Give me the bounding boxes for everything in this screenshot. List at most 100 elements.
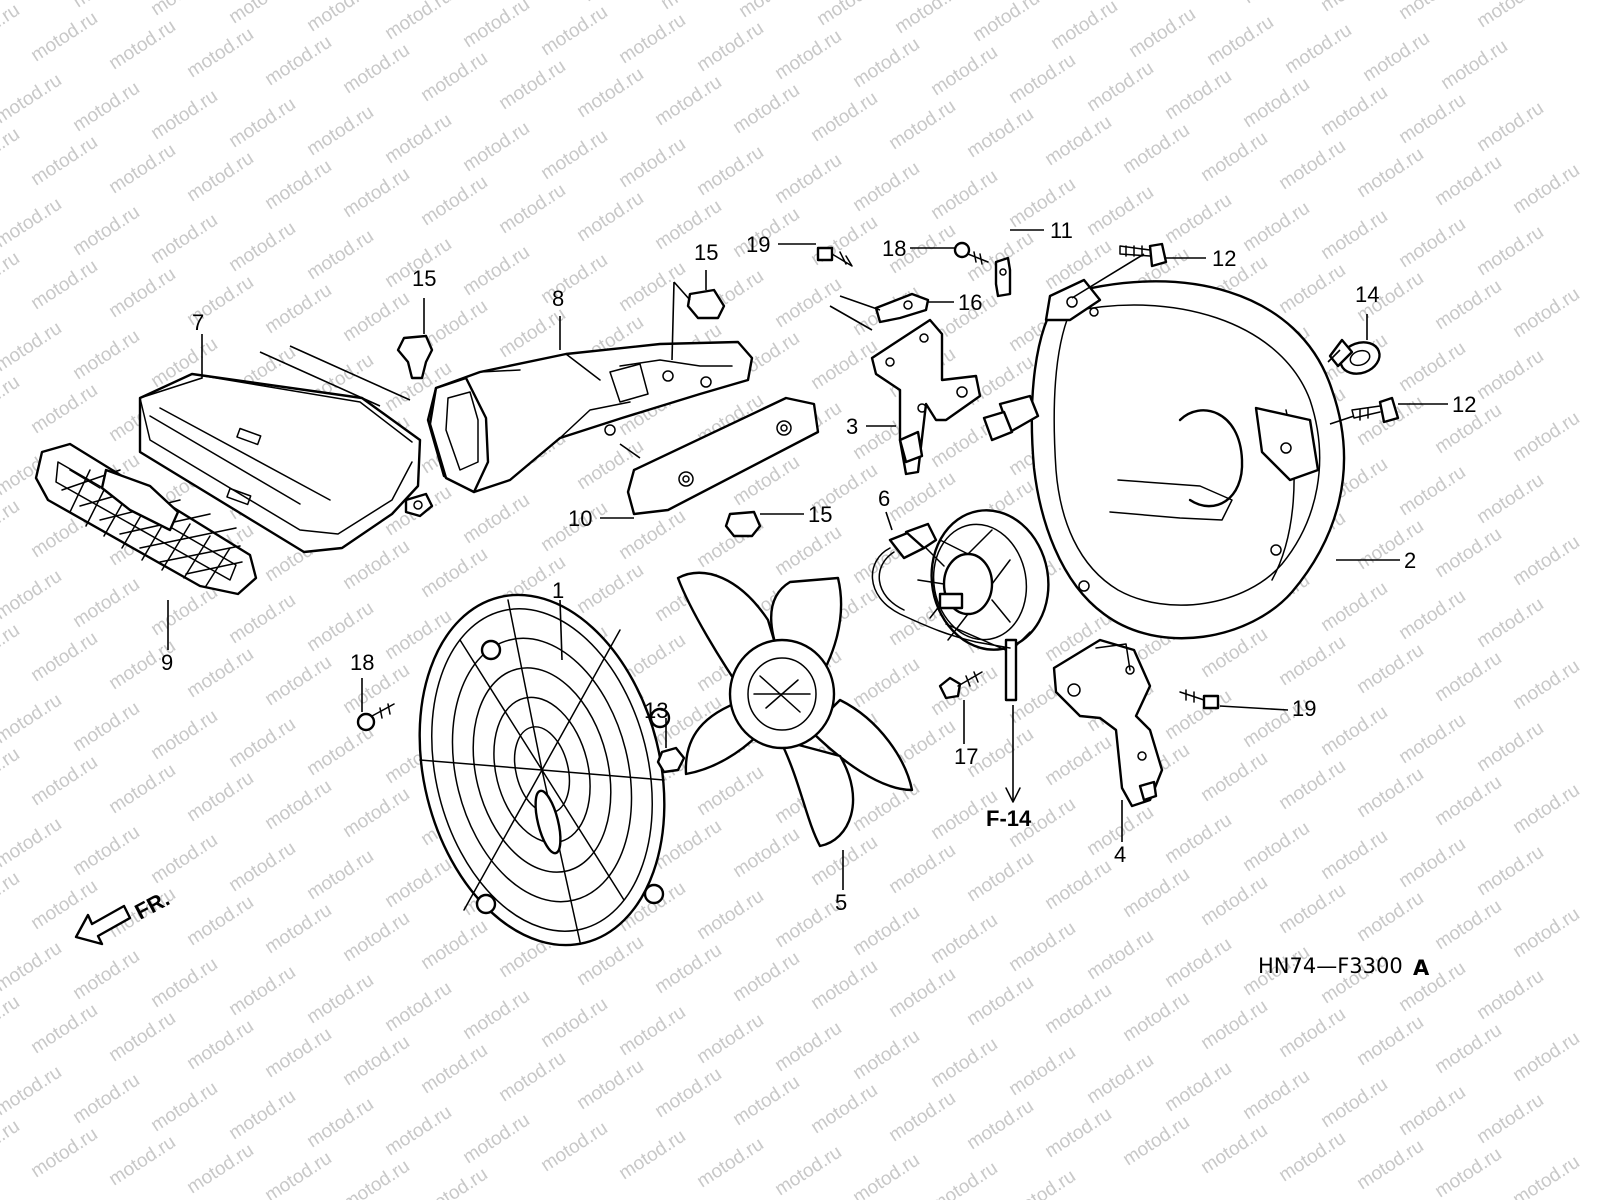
watermark-text: motod.ru <box>105 264 179 322</box>
watermark-text: motod.ru <box>0 868 24 926</box>
watermark-text: motod.ru <box>183 148 257 206</box>
watermark-text: motod.ru <box>729 824 803 882</box>
watermark-text: motod.ru <box>1431 896 1505 954</box>
watermark-text: motod.ru <box>303 102 377 160</box>
watermark-text: motod.ru <box>495 180 569 238</box>
watermark-text: motod.ru <box>417 1040 491 1098</box>
watermark-text: motod.ru <box>0 744 24 802</box>
watermark-text: motod.ru <box>0 372 24 430</box>
watermark-text: motod.ru <box>261 1148 335 1200</box>
fan-motor <box>917 509 1050 702</box>
watermark-text: motod.ru <box>693 762 767 820</box>
watermark-text: motod.ru <box>417 1164 491 1200</box>
watermark-text: motod.ru <box>27 380 101 438</box>
watermark-text: motod.ru <box>69 78 143 136</box>
diagram-code-text: HN74—F3300 <box>1258 954 1403 978</box>
watermark-text: motod.ru <box>1509 408 1583 466</box>
watermark-text: motod.ru <box>1473 0 1547 32</box>
watermark-text: motod.ru <box>1431 276 1505 334</box>
watermark-text: motod.ru <box>693 1010 767 1068</box>
watermark-text: motod.ru <box>849 902 923 960</box>
watermark-text: motod.ru <box>1161 1058 1235 1116</box>
watermark-text: motod.ru <box>147 582 221 640</box>
watermark-text: motod.ru <box>459 242 533 300</box>
watermark-text: motod.ru <box>69 1070 143 1128</box>
watermark-text: motod.ru <box>183 644 257 702</box>
watermark-text: motod.ru <box>1239 74 1313 132</box>
watermark-text: motod.ru <box>1395 338 1469 396</box>
watermark-text: motod.ru <box>963 848 1037 906</box>
watermark-text: motod.ru <box>1431 152 1505 210</box>
watermark-text: motod.ru <box>1509 1152 1583 1200</box>
watermark-text: motod.ru <box>1275 1004 1349 1062</box>
callout-13: 13 <box>644 698 668 723</box>
watermark-text: motod.ru <box>771 26 845 84</box>
grille-part-9 <box>34 442 258 596</box>
watermark-text: motod.ru <box>573 1056 647 1114</box>
watermark-text: motod.ru <box>69 574 143 632</box>
watermark-text: motod.ru <box>1041 732 1115 790</box>
watermark-text: motod.ru <box>69 202 143 260</box>
watermark-text: motod.ru <box>225 218 299 276</box>
watermark-text: motod.ru <box>225 590 299 648</box>
callout-15-lower: 15 <box>808 502 832 527</box>
watermark-text: motod.ru <box>1395 90 1469 148</box>
watermark-text: motod.ru <box>381 978 455 1036</box>
watermark-text: motod.ru <box>183 768 257 826</box>
watermark-text: motod.ru <box>1317 826 1391 884</box>
watermark-text: motod.ru <box>537 126 611 184</box>
watermark-text: motod.ru <box>495 56 569 114</box>
watermark-text: motod.ru <box>537 2 611 60</box>
watermark-text: motod.ru <box>459 1110 533 1168</box>
watermark-text: motod.ru <box>339 784 413 842</box>
diagram-code-suffix: A <box>1413 956 1430 980</box>
watermark-text: motod.ru <box>1083 926 1157 984</box>
watermark-text: motod.ru <box>651 940 725 998</box>
clip-15-lower <box>724 510 762 538</box>
watermark-text: motod.ru <box>1359 28 1433 86</box>
watermark-text: motod.ru <box>339 1032 413 1090</box>
watermark-text: motod.ru <box>417 172 491 230</box>
watermark-text: motod.ru <box>27 8 101 66</box>
watermark-text: motod.ru <box>105 1132 179 1190</box>
watermark-text: motod.ru <box>1041 112 1115 170</box>
callout-12-upper: 12 <box>1212 246 1236 271</box>
watermark-text: motod.ru <box>1203 12 1277 70</box>
watermark-text: motod.ru <box>729 1072 803 1130</box>
shroud-part-2 <box>982 278 1346 640</box>
watermark-text: motod.ru <box>0 0 24 58</box>
watermark-text: motod.ru <box>1239 1066 1313 1124</box>
watermark-text: motod.ru <box>27 1000 101 1058</box>
clip-15-left <box>396 334 434 380</box>
watermark-text: motod.ru <box>927 910 1001 968</box>
callout-8: 8 <box>552 286 564 311</box>
watermark-text: motod.ru <box>1395 710 1469 768</box>
watermark-text: motod.ru <box>105 140 179 198</box>
watermark-text: motod.ru <box>849 1150 923 1200</box>
watermark-text: motod.ru <box>261 280 335 338</box>
watermark-text: motod.ru <box>693 142 767 200</box>
watermark-text: motod.ru <box>225 838 299 896</box>
watermark-text: motod.ru <box>1197 1120 1271 1178</box>
connector-part-6 <box>871 522 1011 649</box>
watermark-text: motod.ru <box>1509 904 1583 962</box>
watermark-text: motod.ru <box>1509 284 1583 342</box>
watermark-text: motod.ru <box>573 64 647 122</box>
watermark-text: motod.ru <box>1119 120 1193 178</box>
watermark-text: motod.ru <box>1041 980 1115 1038</box>
watermark-text: motod.ru <box>147 1078 221 1136</box>
reference-f14: F-14 <box>986 806 1032 831</box>
watermark-text: motod.ru <box>27 1124 101 1182</box>
callout-18-lower: 18 <box>350 650 374 675</box>
watermark-text: motod.ru <box>303 0 377 36</box>
watermark-text: motod.ru <box>579 0 653 6</box>
watermark-text: motod.ru <box>495 1048 569 1106</box>
watermark-text: motod.ru <box>1473 98 1547 156</box>
watermark-text: motod.ru <box>261 776 335 834</box>
watermark-text: motod.ru <box>1161 686 1235 744</box>
watermark-text: motod.ru <box>1041 1104 1115 1162</box>
watermark-text: motod.ru <box>303 1094 377 1152</box>
watermark-text: motod.ru <box>459 0 533 52</box>
watermark-text: motod.ru <box>1437 36 1511 94</box>
watermark-text: motod.ru <box>1509 160 1583 218</box>
